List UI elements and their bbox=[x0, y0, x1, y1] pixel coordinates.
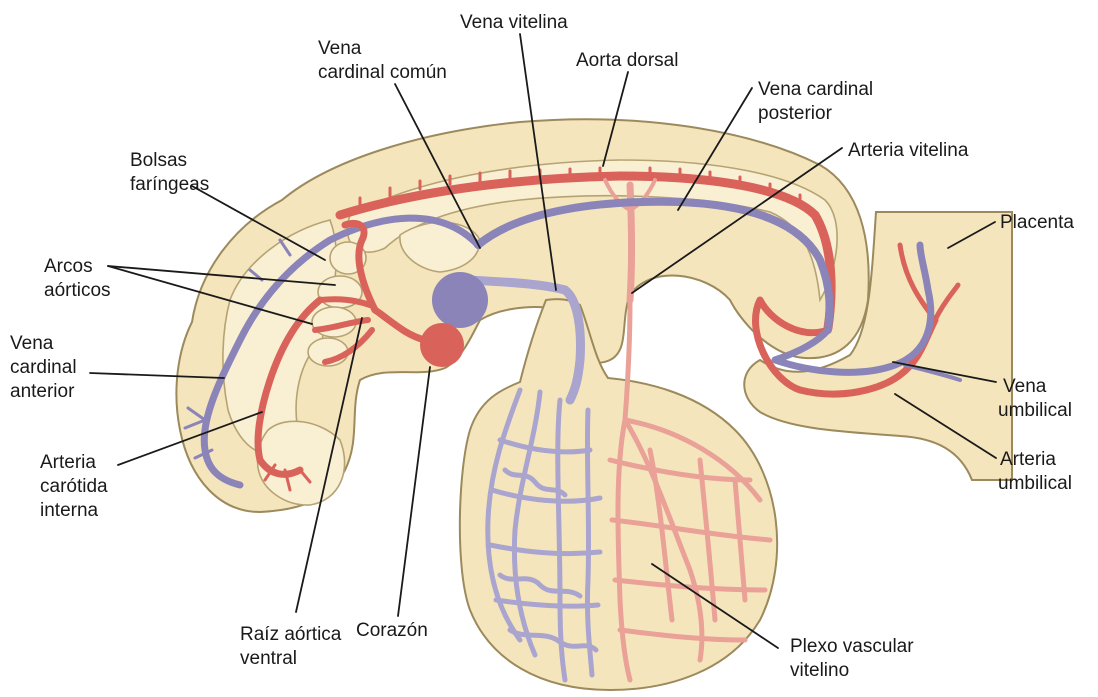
label-corazon: Corazón bbox=[356, 620, 428, 641]
label-vena-cardinal-anterior-2: cardinal bbox=[10, 357, 77, 378]
label-arteria-vitelina: Arteria vitelina bbox=[848, 140, 969, 161]
label-vena-cardinal-anterior-3: anterior bbox=[10, 381, 75, 402]
label-raiz-aortica-1: Raíz aórtica bbox=[240, 624, 342, 645]
label-plexo-vascular-2: vitelino bbox=[790, 660, 849, 681]
label-vena-umbilical-2: umbilical bbox=[998, 400, 1072, 421]
label-bolsas-faringeas-2: faríngeas bbox=[130, 174, 209, 195]
label-arcos-aorticos-1: Arcos bbox=[44, 256, 93, 277]
label-vena-cardinal-posterior-1: Vena cardinal bbox=[758, 79, 873, 100]
label-arteria-umbilical-1: Arteria bbox=[1000, 449, 1056, 470]
label-arteria-carotida-2: carótida bbox=[40, 476, 108, 497]
label-vena-cardinal-anterior-1: Vena bbox=[10, 333, 54, 354]
label-vena-vitelina: Vena vitelina bbox=[460, 12, 568, 33]
label-arteria-umbilical-2: umbilical bbox=[998, 473, 1072, 494]
label-placenta: Placenta bbox=[1000, 212, 1074, 233]
label-arteria-carotida-1: Arteria bbox=[40, 452, 96, 473]
label-vena-umbilical-1: Vena bbox=[1003, 376, 1047, 397]
label-arteria-carotida-3: interna bbox=[40, 500, 99, 521]
label-plexo-vascular-1: Plexo vascular bbox=[790, 636, 914, 657]
label-arcos-aorticos-2: aórticos bbox=[44, 280, 111, 301]
label-vena-cardinal-comun-1: Vena bbox=[318, 38, 362, 59]
label-raiz-aortica-2: ventral bbox=[240, 648, 297, 669]
label-bolsas-faringeas-1: Bolsas bbox=[130, 150, 187, 171]
label-vena-cardinal-posterior-2: posterior bbox=[758, 103, 833, 124]
label-vena-cardinal-comun-2: cardinal común bbox=[318, 62, 447, 83]
label-aorta-dorsal: Aorta dorsal bbox=[576, 50, 678, 71]
